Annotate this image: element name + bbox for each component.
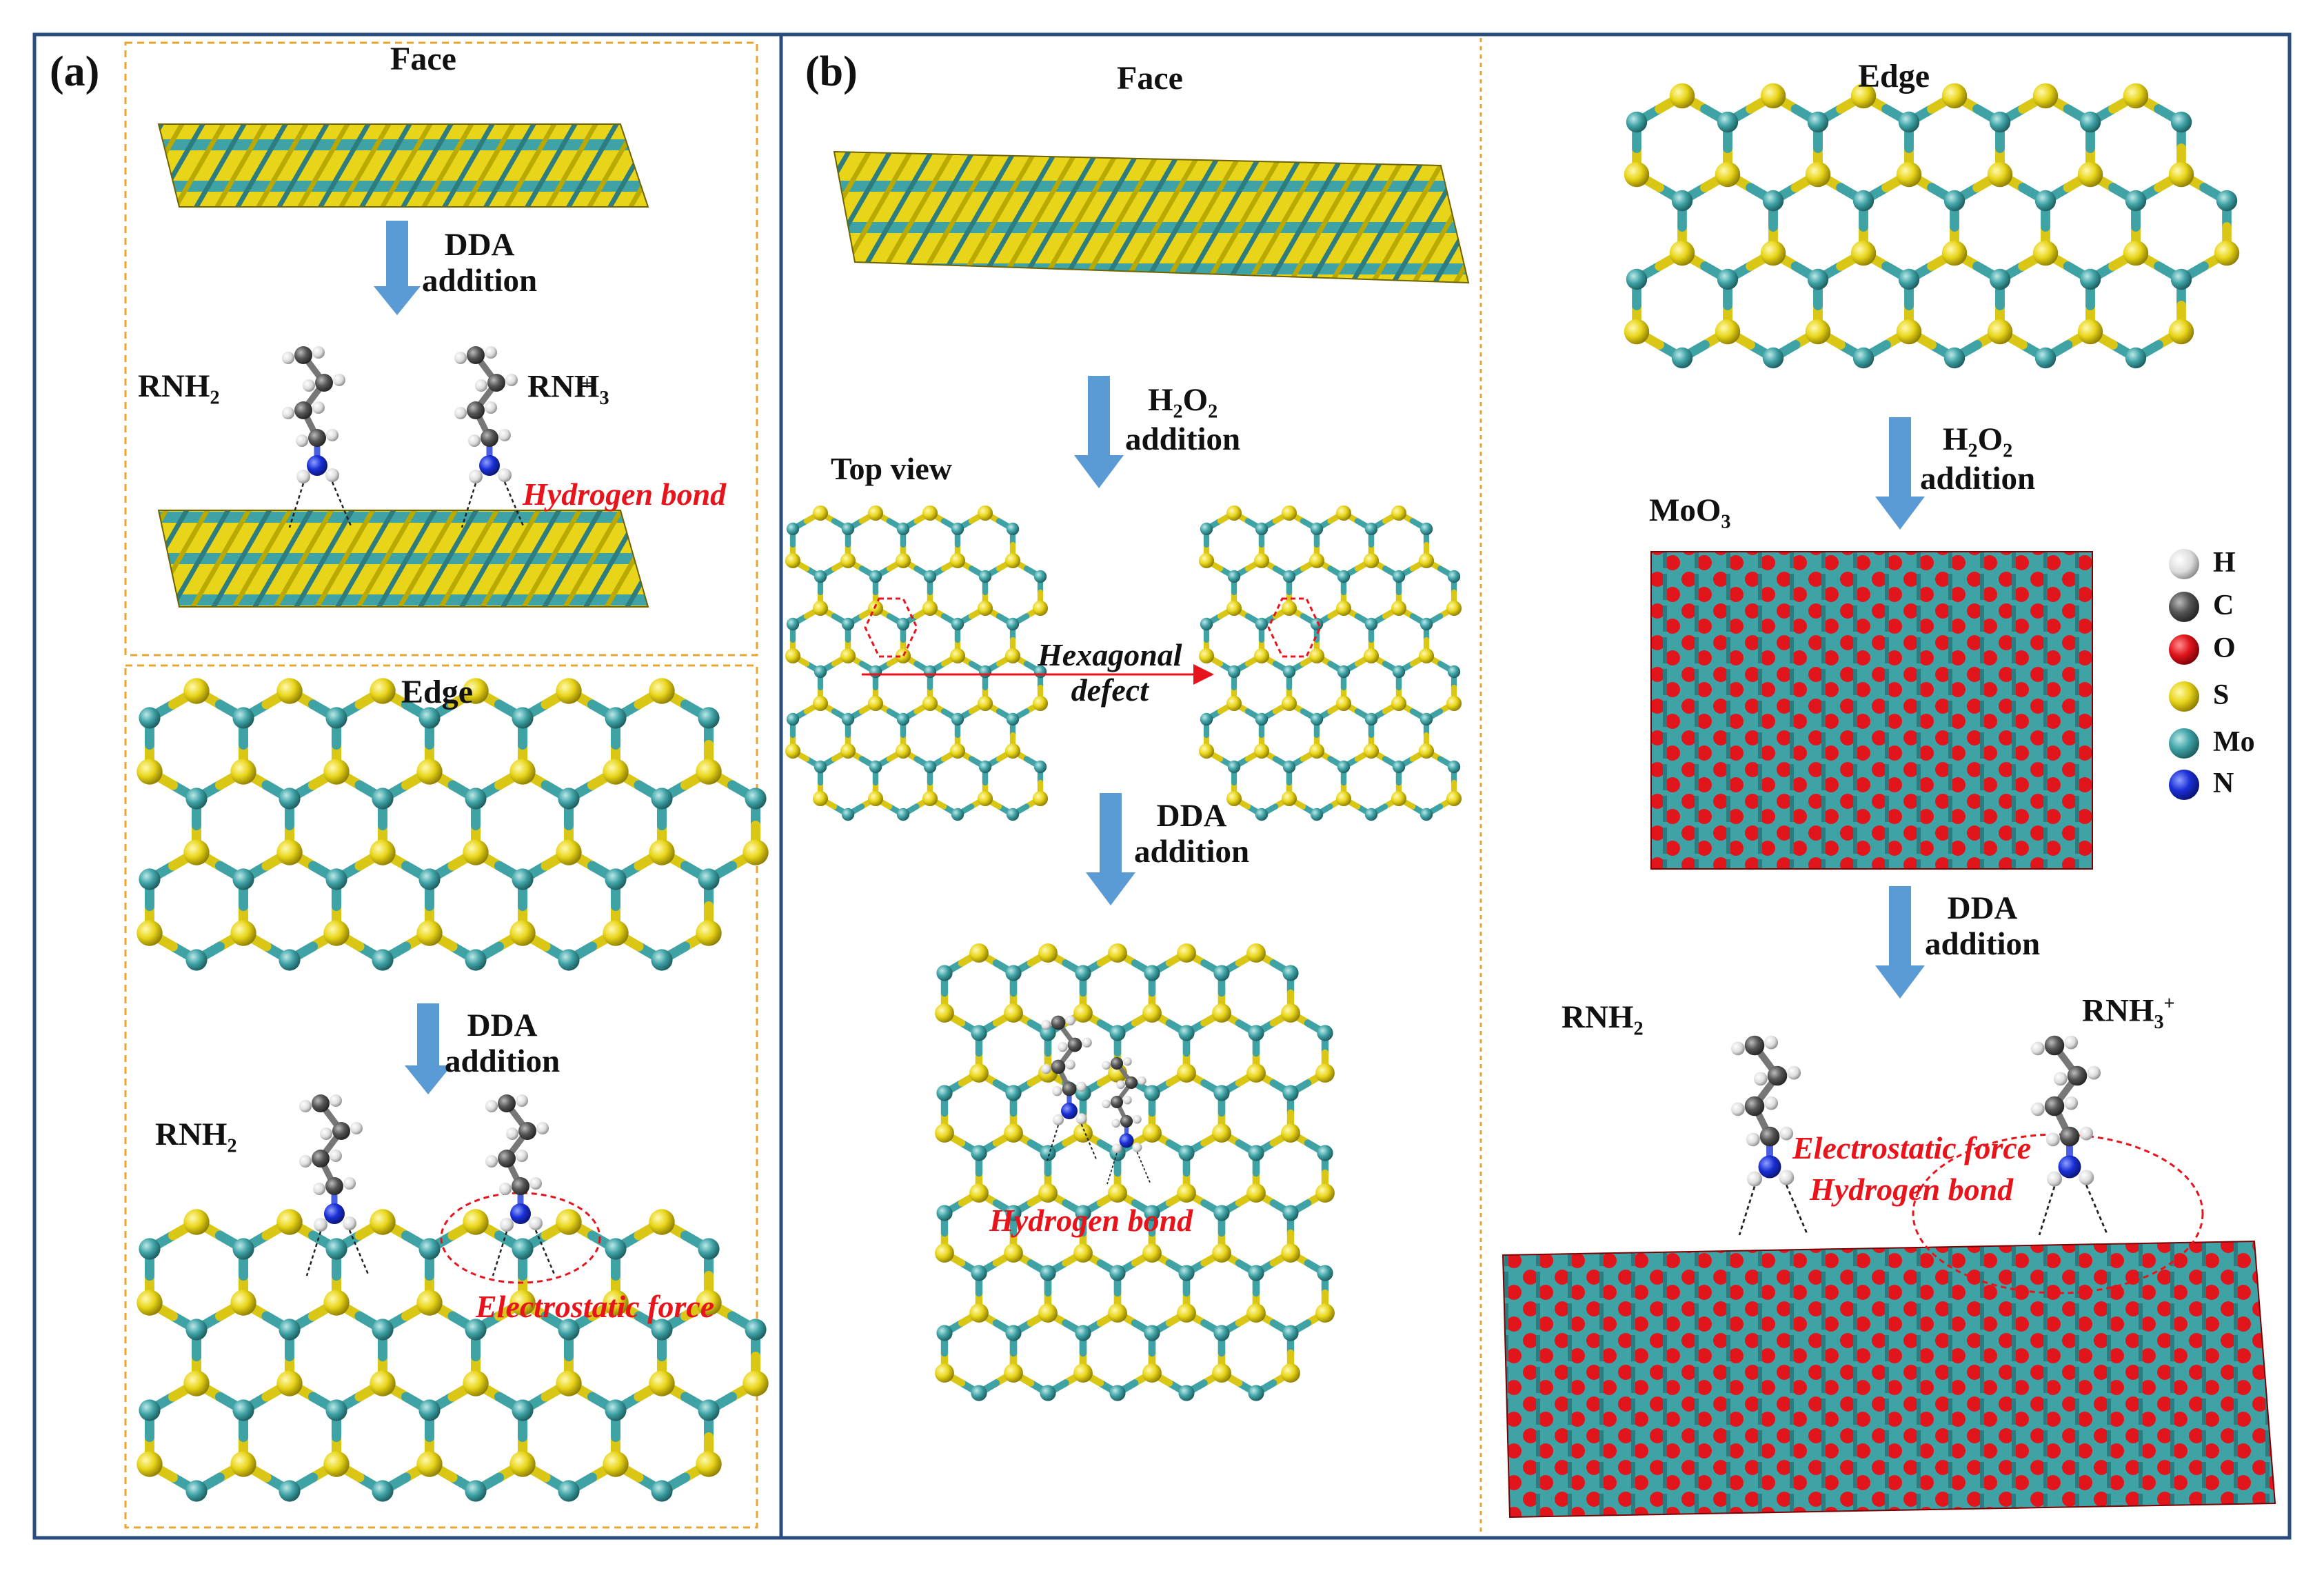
mos2-topview-defect (1198, 505, 1462, 821)
mos2-face-slab-b (833, 150, 1470, 284)
mos2-edge-lattice-a-top (137, 678, 769, 971)
c-step2: DDA addition (1925, 890, 2041, 962)
b-defect-text: defect (1071, 672, 1149, 708)
dda-molecule-b-topview-2 (1102, 1056, 1151, 1185)
c-rnh2-text: RNH (1562, 999, 1634, 1035)
panel-b-frame (779, 32, 2292, 1540)
b-step2-line1: DDA (1156, 798, 1227, 834)
mos2-edge-lattice-a-bottom (137, 1209, 769, 1502)
defect-outline-left (864, 597, 918, 658)
c-moo3-label: MoO3 (1649, 492, 1731, 533)
c-rnh2-label: RNH2 (1562, 999, 1644, 1040)
a-rnh3-text: RNH (527, 368, 600, 405)
a-rnh2-text: RNH (138, 368, 210, 404)
a-rnh2-label: RNH2 (138, 368, 220, 409)
b-top-view: Top view (831, 451, 952, 486)
c-step2-line2: addition (1925, 925, 2041, 962)
mos2-face-slab-a1 (157, 123, 649, 208)
mos2-topview-pristine (785, 505, 1049, 821)
panel-b-label: (b) (805, 48, 858, 95)
b-hexagonal-defect: Hexagonal defect (1038, 637, 1182, 708)
c-hydrogen-bond: Hydrogen bond (1810, 1172, 2014, 1207)
legend-mo: Mo (2213, 726, 2255, 758)
electrostatic-ellipse-a (440, 1192, 601, 1284)
c-step1: H2O2 addition (1920, 421, 2036, 497)
dda-molecule-b-topview-1 (1041, 1015, 1098, 1161)
a-edge-title: Edge (401, 674, 474, 710)
c-step1-line2: addition (1920, 461, 2036, 497)
b-face-title: Face (1117, 60, 1183, 97)
step-arrows (374, 221, 1925, 1094)
panel-a-face-box (124, 41, 758, 657)
moo3-surface (1502, 1240, 2276, 1519)
legend-swatch-o (2169, 634, 2199, 665)
legend-swatch-h (2169, 549, 2199, 579)
legend-swatch-c (2169, 592, 2199, 622)
arrow-a2 (405, 1003, 452, 1094)
mos2-edge-lattice-b (1624, 83, 2240, 369)
c-rnh3-text: RNH (2082, 992, 2154, 1029)
a-step2-line1: DDA (467, 1008, 538, 1043)
arrow-c1 (1875, 417, 1925, 530)
legend-s: S (2213, 679, 2230, 711)
legend-swatch-mo (2169, 728, 2199, 759)
a-rnh2-edge-label: RNH2 (155, 1116, 237, 1157)
dda-molecule-a-edge-rnh3 (485, 1094, 556, 1276)
b-step1-h: H (1147, 382, 1173, 418)
a-step1-line2: addition (422, 262, 538, 299)
a-hydrogen-bond: Hydrogen bond (523, 477, 727, 512)
arrow-b1 (1074, 376, 1124, 488)
c-step2-line1: DDA (1947, 890, 2018, 926)
a-step1-line1: DDA (444, 227, 515, 263)
defect-outline-right (1267, 597, 1322, 658)
b-step1: H2O2 addition (1125, 382, 1241, 458)
a-step1: DDA addition (422, 227, 538, 299)
panel-a-edge-box (124, 664, 758, 1529)
dda-molecule-a-edge-rnh2 (299, 1094, 370, 1276)
dda-molecule-c-rnh2 (1730, 1035, 1809, 1236)
arrow-c2 (1875, 886, 1925, 999)
c-rnh3-label: RNH3+ (2082, 992, 2175, 1034)
legend-swatch-s (2169, 681, 2199, 712)
c-step1-line1: H2O2 (1942, 421, 2013, 462)
legend-n: N (2213, 768, 2234, 799)
legend-h: H (2213, 547, 2236, 579)
legend-o: O (2213, 632, 2236, 664)
legend-c: C (2213, 590, 2234, 621)
c-edge-title: Edge (1858, 58, 1930, 94)
arrow-a1 (374, 221, 421, 315)
dda-molecule-a-rnh2 (282, 346, 353, 528)
a-face-title: Face (390, 41, 456, 77)
legend-swatch-n (2169, 770, 2199, 800)
arrow-b2 (1086, 793, 1135, 905)
c-step1-h: H (1942, 421, 1968, 457)
b-step1-line2: addition (1125, 421, 1241, 458)
dda-molecule-c-rnh3 (2030, 1035, 2109, 1236)
dda-molecule-a-rnh3 (454, 346, 525, 528)
c-electrostatic-force: Electrostatic force (1792, 1130, 2032, 1165)
moo3-lattice (1650, 551, 2093, 870)
b-hexagonal-text: Hexagonal (1038, 637, 1182, 672)
a-electrostatic-force: Electrostatic force (476, 1289, 715, 1324)
b-step2: DDA addition (1134, 798, 1250, 870)
a-rnh3-label: RNH3+ (527, 368, 609, 410)
c-moo3-text: MoO (1649, 492, 1721, 528)
panel-a-label: (a) (50, 48, 100, 95)
b-hydrogen-bond: Hydrogen bond (989, 1203, 1193, 1238)
mos2-face-slab-a2 (157, 510, 649, 608)
a-rnh2-edge-text: RNH (155, 1116, 228, 1152)
b-step2-line2: addition (1134, 833, 1250, 870)
a-step2: DDA addition (445, 1008, 560, 1079)
b-step1-line1: H2O2 (1147, 382, 1218, 423)
a-step2-line2: addition (445, 1043, 560, 1079)
interaction-ellipse-b (1912, 1133, 2204, 1294)
mos2-topview-adsorbed (935, 943, 1335, 1401)
